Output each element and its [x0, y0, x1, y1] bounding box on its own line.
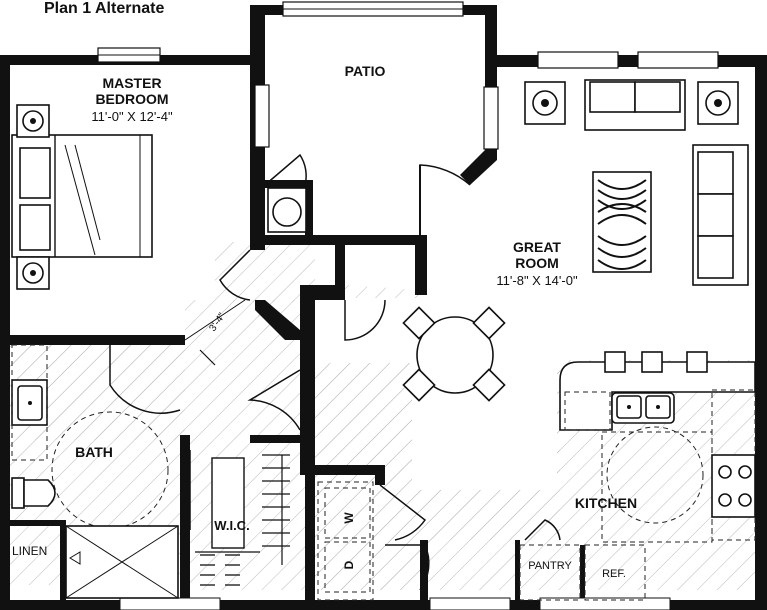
ref-label: REF.	[602, 568, 626, 580]
end-table-lamp-icon	[524, 81, 739, 125]
pantry-label: PANTRY	[528, 560, 572, 572]
area-rug	[592, 171, 652, 273]
toilet-icon	[11, 477, 56, 509]
bath-label: BATH	[75, 444, 113, 460]
wic-label: W.I.C.	[214, 518, 249, 533]
kitchen-label: KITCHEN	[575, 495, 637, 511]
patio-label: PATIO	[345, 63, 386, 79]
closet-shelving	[195, 454, 290, 586]
doors	[109, 153, 561, 591]
kitchen-counter	[559, 351, 756, 431]
page-title: Plan 1 Alternate	[44, 0, 165, 17]
nightstand-lamp-icon	[16, 104, 50, 290]
master-bedroom-label-1: MASTER	[102, 75, 161, 91]
great-room-dim: 11'-8" X 14'-0"	[496, 273, 578, 288]
washer-label: W	[342, 512, 356, 524]
dryer-label: D	[342, 560, 356, 569]
patio-fixture-icon	[272, 197, 302, 227]
sofa	[584, 79, 686, 131]
linen-label: LINEN	[12, 544, 47, 558]
master-bedroom-dim: 11'-0" X 12'-4"	[91, 109, 173, 124]
laundry-closet	[317, 481, 374, 601]
master-bedroom-label-2: BEDROOM	[95, 91, 168, 107]
shower	[65, 525, 179, 599]
stove-icon	[711, 454, 756, 518]
dining-table	[402, 306, 506, 402]
windows	[97, 1, 719, 610]
great-room-label-1: GREAT	[513, 239, 561, 255]
great-room-label-2: ROOM	[515, 255, 559, 271]
loveseat	[692, 144, 749, 286]
bed	[11, 134, 153, 258]
vanity-sink-icon	[11, 379, 48, 426]
